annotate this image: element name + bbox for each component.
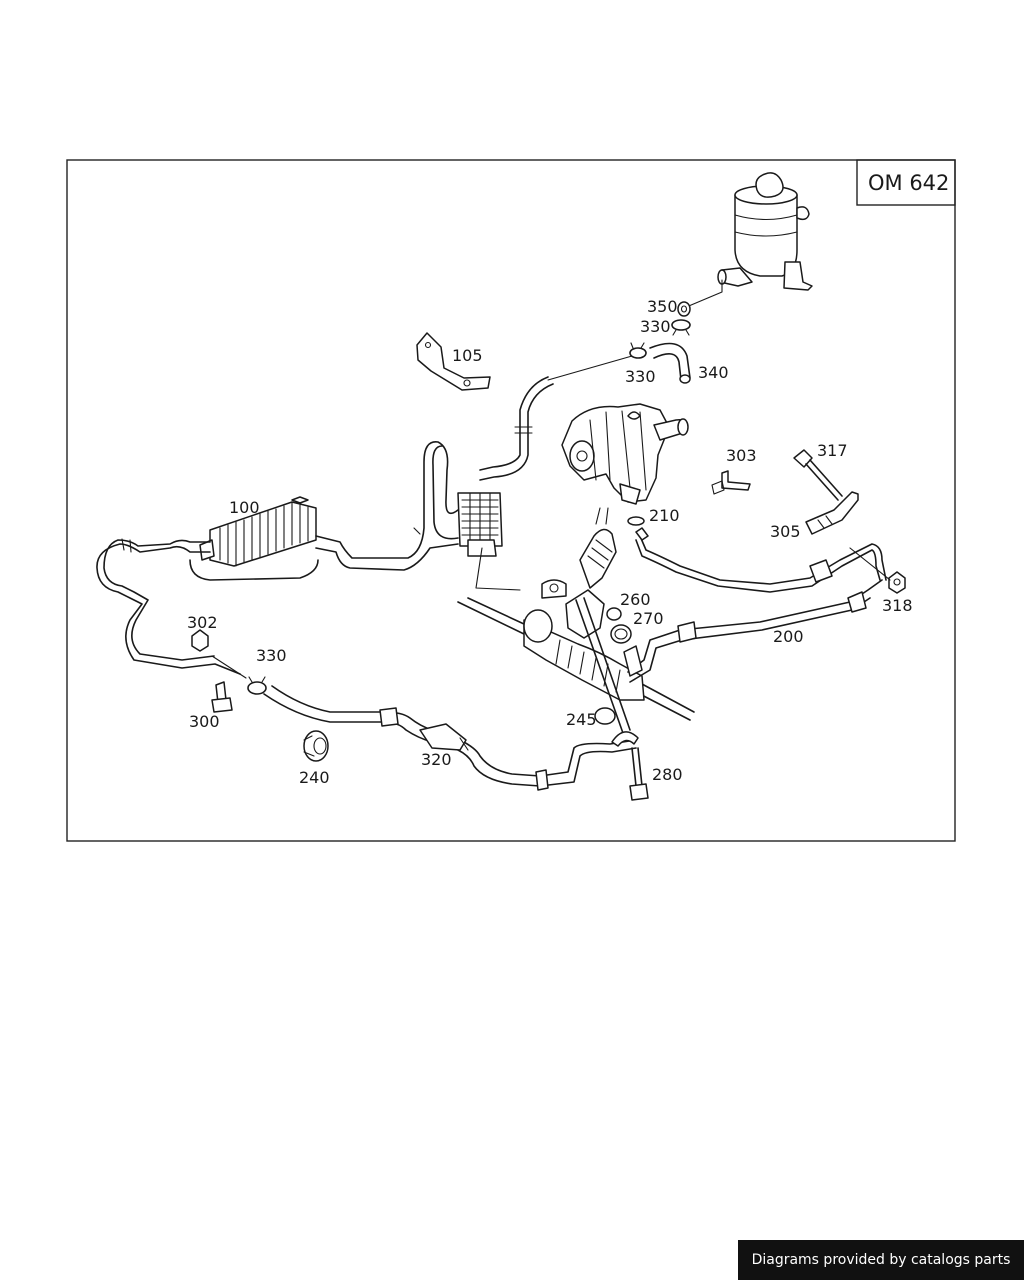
hose-clamp-330-lower[interactable] bbox=[247, 676, 267, 695]
callout-245: 245 bbox=[566, 710, 597, 729]
return-line-upper[interactable] bbox=[479, 376, 554, 481]
nut-318[interactable] bbox=[888, 571, 906, 594]
diagram-frame bbox=[66, 159, 956, 842]
callout-260: 260 bbox=[620, 590, 651, 609]
seal-ring-245[interactable] bbox=[594, 707, 616, 725]
callout-330-lower: 330 bbox=[256, 646, 287, 665]
bracket-105[interactable] bbox=[416, 332, 491, 391]
bolt-300[interactable] bbox=[211, 681, 233, 713]
hose-clamp-330-mid[interactable] bbox=[629, 342, 647, 359]
model-code: OM 642 bbox=[868, 171, 949, 195]
bracket-303[interactable] bbox=[711, 470, 751, 495]
seal-ring-260[interactable] bbox=[606, 607, 622, 621]
footer-caption: Diagrams provided by catalogs parts bbox=[738, 1240, 1024, 1280]
rubber-mount-240[interactable] bbox=[303, 730, 329, 762]
callout-300: 300 bbox=[189, 712, 220, 731]
nut-302[interactable] bbox=[191, 629, 209, 652]
callout-350: 350 bbox=[647, 297, 678, 316]
nut-350[interactable] bbox=[677, 301, 691, 317]
callout-320: 320 bbox=[421, 750, 452, 769]
callout-105: 105 bbox=[452, 346, 483, 365]
suction-hose-340[interactable] bbox=[649, 342, 691, 384]
callout-303: 303 bbox=[726, 446, 757, 465]
power-steering-pump[interactable] bbox=[561, 403, 689, 505]
callout-280: 280 bbox=[652, 765, 683, 784]
return-line-320[interactable] bbox=[263, 685, 637, 791]
callout-318: 318 bbox=[882, 596, 913, 615]
seal-ring-210[interactable] bbox=[627, 516, 645, 526]
callout-305: 305 bbox=[770, 522, 801, 541]
callout-270: 270 bbox=[633, 609, 664, 628]
callout-302: 302 bbox=[187, 613, 218, 632]
callout-330-mid: 330 bbox=[625, 367, 656, 386]
seal-ring-270[interactable] bbox=[610, 624, 632, 644]
callout-200: 200 bbox=[773, 627, 804, 646]
callout-340: 340 bbox=[698, 363, 729, 382]
hose-clamp-330-upper[interactable] bbox=[671, 319, 691, 336]
cooler-line-far-left[interactable] bbox=[96, 538, 319, 679]
cooler-line-left[interactable] bbox=[315, 441, 459, 571]
callout-240: 240 bbox=[299, 768, 330, 787]
pressure-line-200[interactable] bbox=[623, 527, 887, 683]
steering-gear[interactable] bbox=[457, 507, 695, 737]
callout-210: 210 bbox=[649, 506, 680, 525]
callout-330-upper: 330 bbox=[640, 317, 671, 336]
cooler-block[interactable] bbox=[457, 492, 521, 591]
fluid-reservoir[interactable] bbox=[717, 172, 813, 291]
callout-100: 100 bbox=[229, 498, 260, 517]
oil-cooler-100[interactable] bbox=[199, 496, 317, 567]
model-box: OM 642 bbox=[856, 159, 956, 206]
bolt-280[interactable] bbox=[611, 731, 649, 801]
bracket-305[interactable] bbox=[805, 491, 859, 535]
bolt-317[interactable] bbox=[793, 449, 843, 501]
callout-317: 317 bbox=[817, 441, 848, 460]
